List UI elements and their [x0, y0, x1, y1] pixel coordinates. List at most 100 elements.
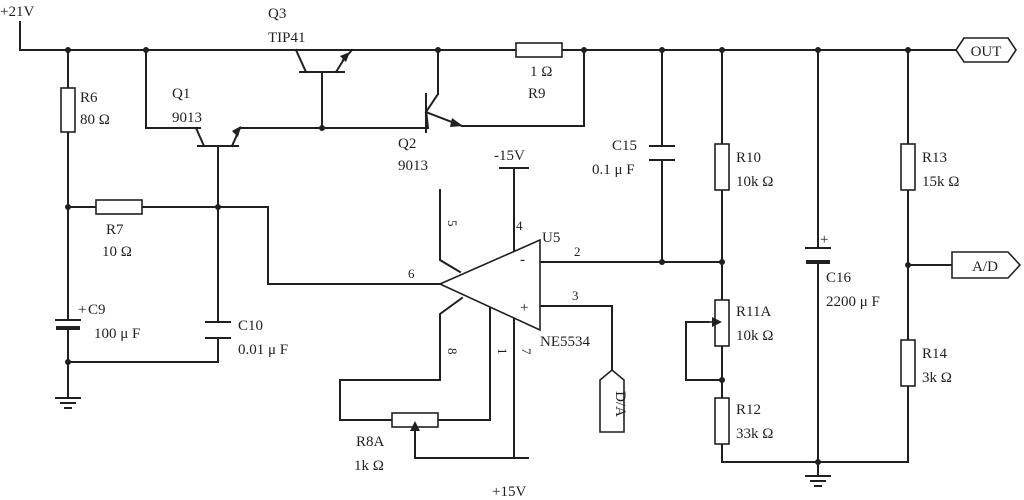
u5-value: NE5534	[540, 334, 590, 350]
opamp-u5	[438, 238, 541, 332]
capacitor-c9	[55, 319, 81, 330]
ground-icon	[55, 397, 81, 409]
q1-value: 9013	[172, 110, 202, 126]
r8a-wiper-wire	[414, 427, 501, 459]
pin5-wire	[439, 189, 462, 274]
c16-polarity-mark: +	[820, 232, 828, 248]
r8a-value: 1k Ω	[354, 458, 384, 474]
resistor-r13	[900, 143, 916, 191]
transistor-q1	[194, 126, 242, 148]
junction-dot	[65, 359, 71, 365]
q2-emitter-arrow-icon	[450, 118, 463, 127]
pin-number-4: 4	[516, 218, 523, 233]
c9-ref: C9	[88, 302, 106, 318]
junction-dot	[815, 459, 821, 465]
q1-emitter-arrow-icon	[232, 126, 241, 137]
transistor-q2	[424, 92, 464, 133]
capacitor-c10	[205, 321, 231, 339]
junction-dot	[719, 259, 725, 265]
junction-dot	[65, 204, 71, 210]
u5-ref: U5	[542, 230, 560, 246]
capacitor-c16	[805, 247, 831, 264]
c9-polarity-mark: +	[78, 302, 86, 318]
q1-collector-wire	[145, 49, 201, 129]
q3-value: TIP41	[268, 30, 306, 46]
q2-ref: Q2	[398, 136, 416, 152]
c10-ref: C10	[238, 318, 263, 334]
c16-value: 2200 μ F	[826, 294, 880, 310]
pin3-wire	[539, 305, 613, 381]
resistor-r10	[714, 143, 730, 191]
r12-value: 33k Ω	[736, 426, 773, 442]
r6-value: 80 Ω	[80, 112, 110, 128]
c15-value: 0.1 μ F	[592, 162, 635, 178]
c9-value: 100 μ F	[94, 326, 140, 342]
rail-label-pos15v: +15V	[492, 484, 526, 500]
r13-ref: R13	[922, 150, 947, 166]
r9-value: 1 Ω	[530, 64, 552, 80]
resistor-r9	[515, 42, 563, 58]
r11a-value: 10k Ω	[736, 328, 773, 344]
junction-dot	[905, 262, 911, 268]
q1-base-c10-wire	[67, 145, 219, 363]
junction-dot	[581, 47, 587, 53]
junction-dot	[815, 47, 821, 53]
pin-number-8: 8	[445, 348, 460, 355]
transistor-q3	[294, 48, 350, 74]
r8a-arrowhead-icon	[410, 421, 420, 431]
divider-column-wire	[721, 49, 909, 463]
wires	[19, 21, 956, 477]
resistor-r12	[714, 397, 730, 445]
r11a-ref: R11A	[736, 304, 771, 320]
pin-number-1: 1	[495, 348, 510, 355]
r7-to-pin6-wire	[67, 206, 441, 285]
c16-ref: C16	[826, 270, 852, 286]
pin-number-2: 2	[574, 244, 581, 259]
junction-dot	[143, 47, 149, 53]
r10-ref: R10	[736, 150, 761, 166]
rail-label-neg15v: -15V	[494, 148, 525, 164]
junction-dot	[659, 259, 665, 265]
q1-ref: Q1	[172, 86, 190, 102]
junctions	[65, 47, 911, 465]
pin-number-3: 3	[572, 288, 579, 303]
r11a-wiper-wire	[685, 321, 723, 381]
port-da	[599, 368, 625, 433]
q3-emitter-arrow-icon	[340, 52, 350, 62]
r9-ref: R9	[528, 86, 546, 102]
r6-ref: R6	[80, 90, 98, 106]
c10-value: 0.01 μ F	[238, 342, 288, 358]
q2-emitter-wire	[461, 49, 585, 127]
opamp-plus-mark: +	[520, 300, 528, 316]
r14-value: 3k Ω	[922, 370, 952, 386]
junction-dot	[435, 47, 441, 53]
capacitor-c15	[649, 145, 675, 161]
r13-value: 15k Ω	[922, 174, 959, 190]
pin-number-5: 5	[445, 220, 460, 227]
junction-dot	[659, 47, 665, 53]
pin-number-6: 6	[408, 266, 415, 281]
r10-value: 10k Ω	[736, 174, 773, 190]
resistor-r14	[900, 339, 916, 387]
pin-number-7: 7	[519, 348, 534, 355]
r11a-arrowhead-icon	[712, 317, 722, 327]
pin8-wire	[339, 296, 464, 421]
r14-ref: R14	[922, 346, 948, 362]
top-rail-wire	[19, 21, 956, 51]
port-ad-label: A/D	[972, 259, 998, 275]
c15-ref: C15	[612, 138, 637, 154]
opamp-minus-mark: -	[520, 252, 525, 268]
port-out	[955, 37, 1017, 63]
junction-dot	[215, 204, 221, 210]
r7-ref: R7	[106, 222, 124, 238]
r7-value: 10 Ω	[102, 244, 132, 260]
ground-icon	[805, 475, 831, 487]
resistor-r7	[95, 199, 143, 215]
junction-dot	[65, 47, 71, 53]
junction-dot	[905, 47, 911, 53]
pin1-wire	[437, 299, 491, 421]
rail-label-21v: +21V	[0, 4, 34, 20]
port-ad	[951, 251, 1022, 279]
q3-ref: Q3	[268, 6, 286, 22]
